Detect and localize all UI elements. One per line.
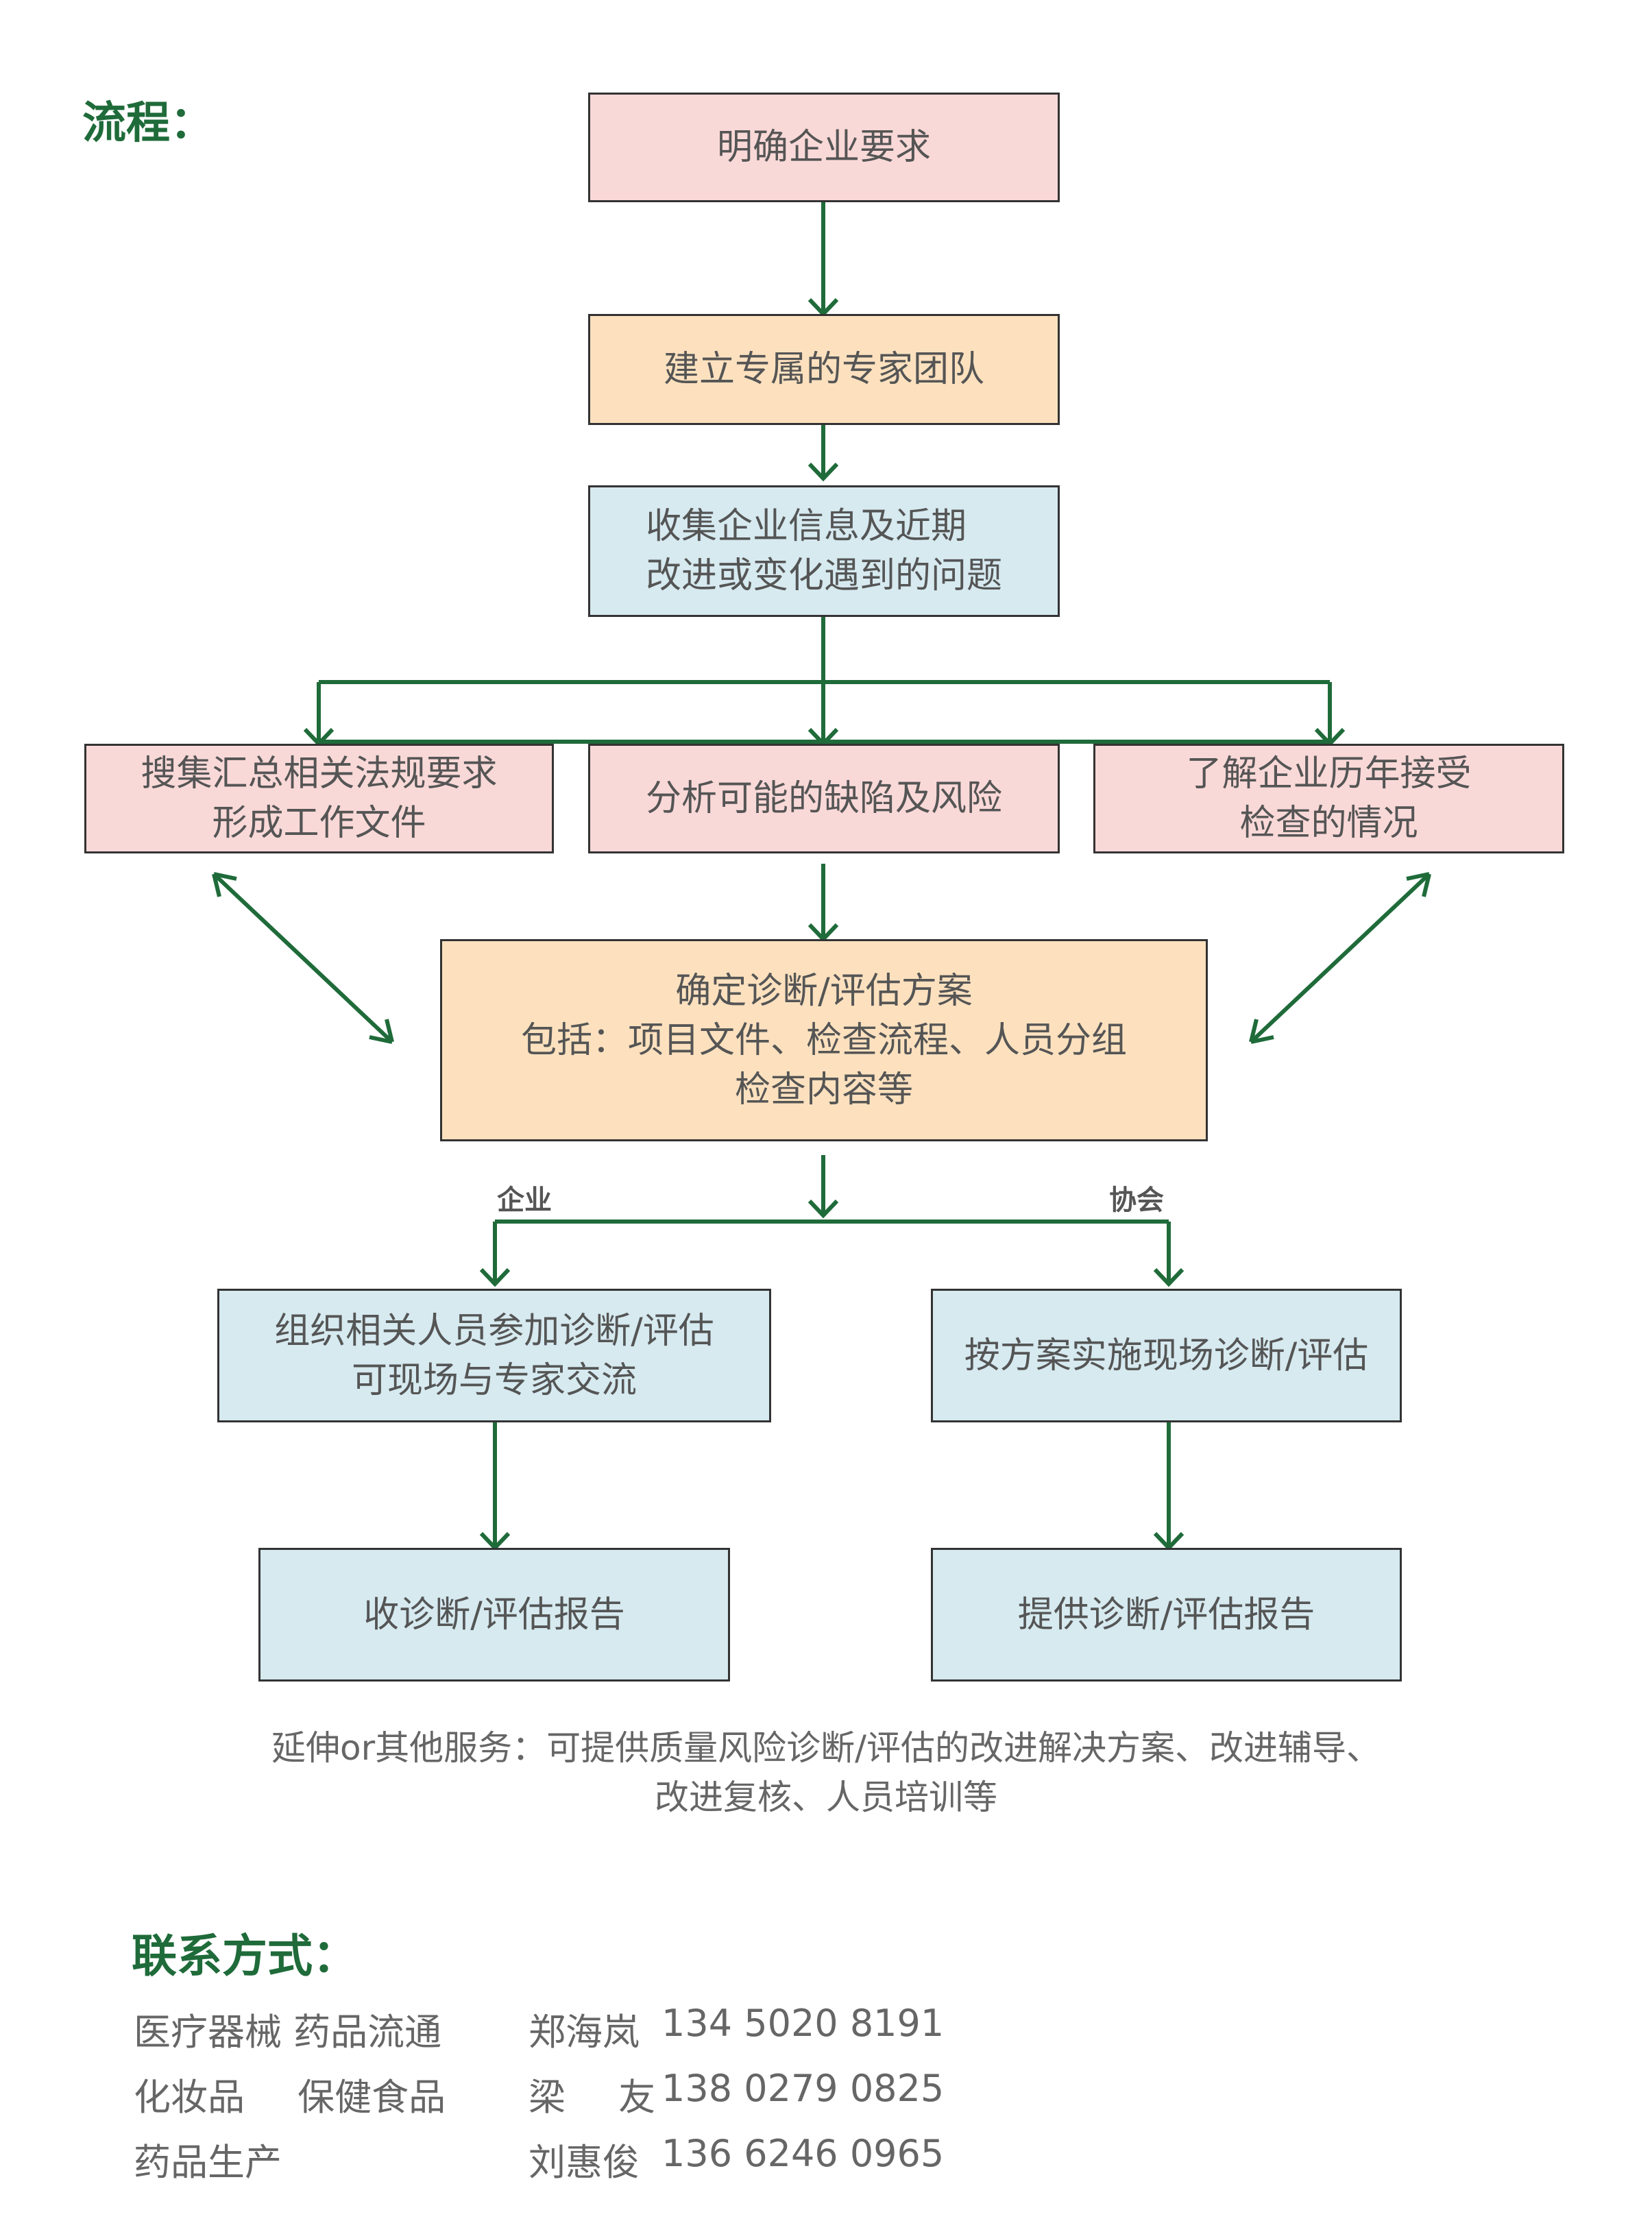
branch-inspection-history-line2: 检查的情况 xyxy=(1239,803,1418,844)
step-diagnosis-plan-line3: 检查内容等 xyxy=(734,1069,913,1110)
contact-heading: 联系方式： xyxy=(132,1930,358,1982)
extended-services-note: 延伸or其他服务：可提供质量风险诊断/评估的改进解决方案、改进辅导、 改进复核、… xyxy=(123,1723,1529,1822)
step-clarify-requirements: 明确企业要求 xyxy=(588,93,1060,202)
process-heading: 流程： xyxy=(82,98,214,149)
association-provide-report-text: 提供诊断/评估报告 xyxy=(1017,1594,1315,1636)
step-collect-info-line1: 收集企业信息及近期 xyxy=(645,506,967,547)
contact-category: 化妆品 保健食品 xyxy=(134,2076,446,2119)
label-enterprise: 企业 xyxy=(497,1185,552,1216)
enterprise-participate-line1: 组织相关人员参加诊断/评估 xyxy=(274,1310,714,1352)
step-collect-info-line2: 改进或变化遇到的问题 xyxy=(645,555,1002,596)
association-provide-report: 提供诊断/评估报告 xyxy=(931,1548,1402,1682)
branch-regulations: 搜集汇总相关法规要求 形成工作文件 xyxy=(84,744,554,853)
branch-regulations-line1: 搜集汇总相关法规要求 xyxy=(141,753,498,794)
enterprise-receive-report: 收诊断/评估报告 xyxy=(258,1548,730,1682)
contact-category: 医疗器械 药品流通 xyxy=(134,2011,442,2054)
arrow-right-double xyxy=(1249,872,1431,1044)
association-onsite-diagnosis: 按方案实施现场诊断/评估 xyxy=(931,1289,1402,1422)
enterprise-receive-report-text: 收诊断/评估报告 xyxy=(363,1594,625,1636)
branch-risk-analysis: 分析可能的缺陷及风险 xyxy=(588,744,1060,853)
contact-row: 医疗器械 药品流通 郑海岚 134 5020 8191 xyxy=(134,2002,1505,2056)
arrow-left-double xyxy=(212,872,394,1044)
contact-name: 刘惠俊 xyxy=(529,2141,640,2184)
enterprise-participate-line2: 可现场与专家交流 xyxy=(351,1359,637,1401)
step-diagnosis-plan-line1: 确定诊断/评估方案 xyxy=(675,970,973,1012)
branch-regulations-line2: 形成工作文件 xyxy=(212,803,426,844)
step-build-expert-team-text: 建立专属的专家团队 xyxy=(663,349,984,390)
extended-services-line1: 延伸or其他服务：可提供质量风险诊断/评估的改进解决方案、改进辅导、 xyxy=(271,1728,1381,1768)
branch-inspection-history: 了解企业历年接受 检查的情况 xyxy=(1093,744,1564,853)
step-clarify-requirements-text: 明确企业要求 xyxy=(716,127,931,168)
extended-services-line2: 改进复核、人员培训等 xyxy=(655,1777,997,1817)
contact-phone[interactable]: 134 5020 8191 xyxy=(661,2002,945,2045)
branch-inspection-history-line1: 了解企业历年接受 xyxy=(1186,753,1472,794)
label-association: 协会 xyxy=(1109,1185,1164,1216)
contact-row: 化妆品 保健食品 梁 友 138 0279 0825 xyxy=(134,2067,1505,2122)
branch-risk-analysis-text: 分析可能的缺陷及风险 xyxy=(645,778,1002,819)
step-diagnosis-plan: 确定诊断/评估方案 包括：项目文件、检查流程、人员分组 检查内容等 xyxy=(440,939,1208,1141)
enterprise-participate: 组织相关人员参加诊断/评估 可现场与专家交流 xyxy=(217,1289,771,1422)
contact-phone[interactable]: 136 6246 0965 xyxy=(661,2132,945,2175)
contact-name: 郑海岚 xyxy=(529,2011,640,2054)
contact-name: 梁 友 xyxy=(529,2076,656,2119)
contact-row: 药品生产 刘惠俊 136 6246 0965 xyxy=(134,2132,1505,2187)
association-onsite-diagnosis-text: 按方案实施现场诊断/评估 xyxy=(964,1335,1369,1376)
step-collect-info: 收集企业信息及近期 改进或变化遇到的问题 xyxy=(588,485,1060,617)
contact-phone[interactable]: 138 0279 0825 xyxy=(661,2067,945,2110)
contact-category: 药品生产 xyxy=(134,2141,282,2184)
step-build-expert-team: 建立专属的专家团队 xyxy=(588,314,1060,425)
step-diagnosis-plan-line2: 包括：项目文件、检查流程、人员分组 xyxy=(520,1019,1127,1061)
